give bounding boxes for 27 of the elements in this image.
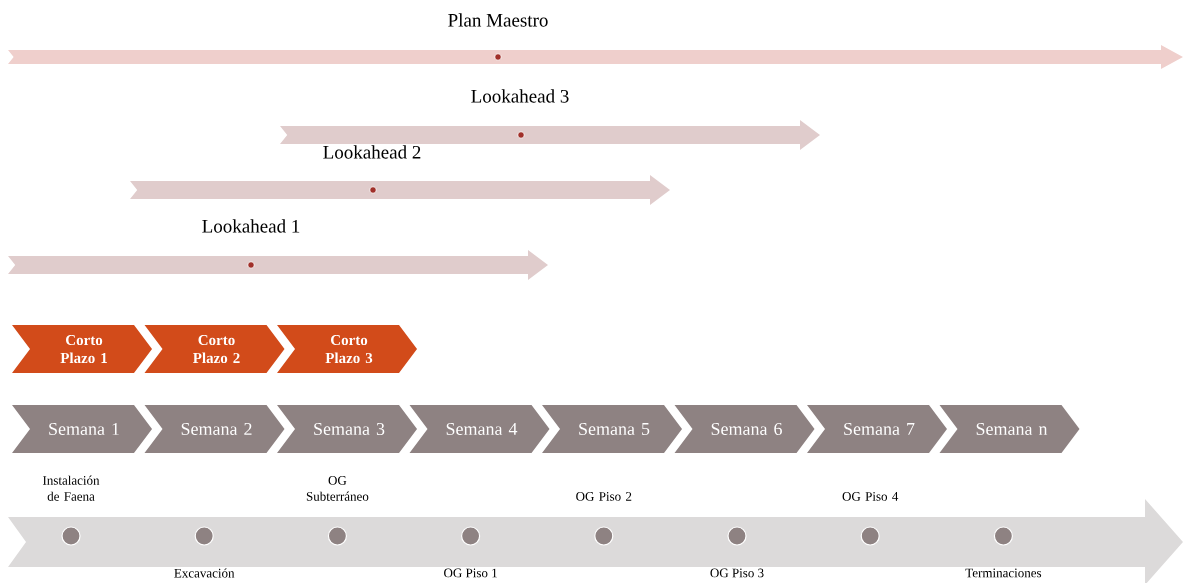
step-banner: Corto Plazo 3 [277, 325, 417, 373]
node-label: Plan Maestro [448, 13, 548, 27]
milestone-label: OG Piso 4 [842, 492, 899, 501]
step-banner: Semana 1 [12, 405, 152, 453]
arrow-band: Lookahead 2 [130, 145, 670, 205]
node-label: Lookahead 1 [202, 219, 300, 233]
arrow-band: Lookahead 1 [8, 219, 548, 280]
node-label: Lookahead 3 [471, 89, 569, 103]
step-banner: Semana n [939, 405, 1080, 453]
step-banner: Semana 2 [144, 405, 285, 453]
milestone-label: OG Piso 2 [576, 492, 632, 501]
step-banner: Semana 5 [542, 405, 682, 453]
arrow-band: Plan Maestro [8, 13, 1183, 69]
milestone-label: OG Piso 3 [710, 568, 764, 578]
milestone-label: OG Subterráneo [306, 476, 369, 501]
milestone-label: OG Piso 1 [444, 568, 497, 578]
milestone-label: Excavación [174, 568, 235, 578]
step-banner: Semana 7 [807, 405, 947, 453]
step-banner: Corto Plazo 2 [144, 325, 285, 373]
step-banner: Semana 3 [277, 405, 417, 453]
timeline-arrow [8, 499, 1183, 583]
step-banner: Semana 6 [674, 405, 815, 453]
step-banner: Corto Plazo 1 [12, 325, 152, 373]
milestone-label: Terminaciones [965, 568, 1042, 578]
node-label: Lookahead 2 [323, 145, 421, 159]
step-banner: Semana 4 [409, 405, 550, 453]
milestone-label: Instalación de Faena [42, 475, 100, 501]
